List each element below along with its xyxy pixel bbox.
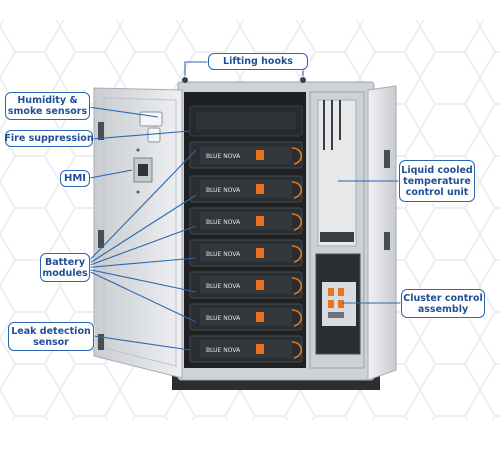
coolant-hose <box>291 277 303 295</box>
leak-text-line2: sensor <box>33 336 69 348</box>
cluster-text-line1: Cluster control <box>403 292 483 304</box>
hmi-screen <box>138 164 148 176</box>
left-door <box>93 87 183 379</box>
coolant-hose <box>291 245 303 263</box>
door-hinge <box>384 232 390 250</box>
battery-module: BLUE NOVA <box>189 239 303 267</box>
label-liquid-cooled-unit: Liquid cooled temperature control unit <box>399 160 475 202</box>
label-humidity-smoke-sensors: Humidity & smoke sensors <box>5 92 90 120</box>
battery-module: BLUE NOVA <box>189 303 303 331</box>
module-connector <box>256 312 264 322</box>
coolant-hose <box>291 181 303 199</box>
right-door <box>367 85 397 381</box>
left-door-inner-panel <box>103 97 177 367</box>
label-cluster-control-assembly: Cluster control assembly <box>401 289 485 318</box>
humidity-text-line2: smoke sensors <box>7 106 88 117</box>
door-hinge <box>98 334 104 350</box>
battery-module: BLUE NOVA <box>189 335 303 363</box>
controller-faceplate <box>196 112 296 130</box>
module-brand-text: BLUE NOVA <box>206 315 241 322</box>
coolant-hose <box>291 309 303 327</box>
module-brand-text: BLUE NOVA <box>206 251 241 258</box>
cluster-text-line2: assembly <box>417 303 469 315</box>
door-hinge <box>98 230 104 248</box>
module-connector <box>256 216 264 226</box>
module-brand-text: BLUE NOVA <box>206 219 241 226</box>
module-connector <box>256 344 264 354</box>
coolant-hose <box>291 213 303 231</box>
hmi-text: HMI <box>63 173 87 184</box>
liquid-text-line3: control unit <box>405 186 469 198</box>
coolant-hose <box>291 147 303 165</box>
label-fire-suppression: Fire suppression <box>4 130 94 147</box>
leader-lines <box>81 61 402 351</box>
cooling-pipes-base <box>320 232 354 242</box>
module-brand-text: BLUE NOVA <box>206 153 241 160</box>
battery-module: BLUE NOVA <box>189 141 303 169</box>
module-connector <box>256 184 264 194</box>
humidity-text-line1: Humidity & <box>17 95 78 106</box>
label-leak-detection-sensor: Leak detection sensor <box>8 322 94 351</box>
battery-modules-group: BLUE NOVA BLUE NOVA BLUE NOVA BLUE NOVA BLUE… <box>189 141 303 363</box>
liquid-text-line2: temperature <box>403 175 471 187</box>
smoke-sensor <box>147 127 161 143</box>
lifting-hooks-text: Lifting hooks <box>223 56 293 67</box>
battery-module: BLUE NOVA <box>189 207 303 235</box>
module-connector <box>256 280 264 290</box>
label-lifting-hooks: Lifting hooks <box>208 53 308 70</box>
leak-text-line1: Leak detection <box>11 325 91 337</box>
battery-text-line1: Battery <box>44 256 86 268</box>
module-brand-text: BLUE NOVA <box>206 283 241 290</box>
label-hmi: HMI <box>60 170 90 187</box>
module-brand-text: BLUE NOVA <box>206 187 241 194</box>
lifting-hook-left <box>182 77 188 83</box>
humidity-sensor <box>139 111 163 127</box>
module-connector <box>256 248 264 258</box>
battery-module: BLUE NOVA <box>189 271 303 299</box>
door-hinge <box>384 150 390 168</box>
battery-text-line2: modules <box>42 267 88 279</box>
module-connector <box>256 150 264 160</box>
fire-suppression-text: Fire suppression <box>4 133 94 144</box>
coolant-hose <box>291 341 303 359</box>
liquid-text-line1: Liquid cooled <box>401 164 473 176</box>
door-hinge <box>98 122 104 140</box>
label-battery-modules: Battery modules <box>40 253 90 282</box>
lifting-hook-right <box>300 77 306 83</box>
module-brand-text: BLUE NOVA <box>206 347 241 354</box>
battery-module: BLUE NOVA <box>189 175 303 203</box>
